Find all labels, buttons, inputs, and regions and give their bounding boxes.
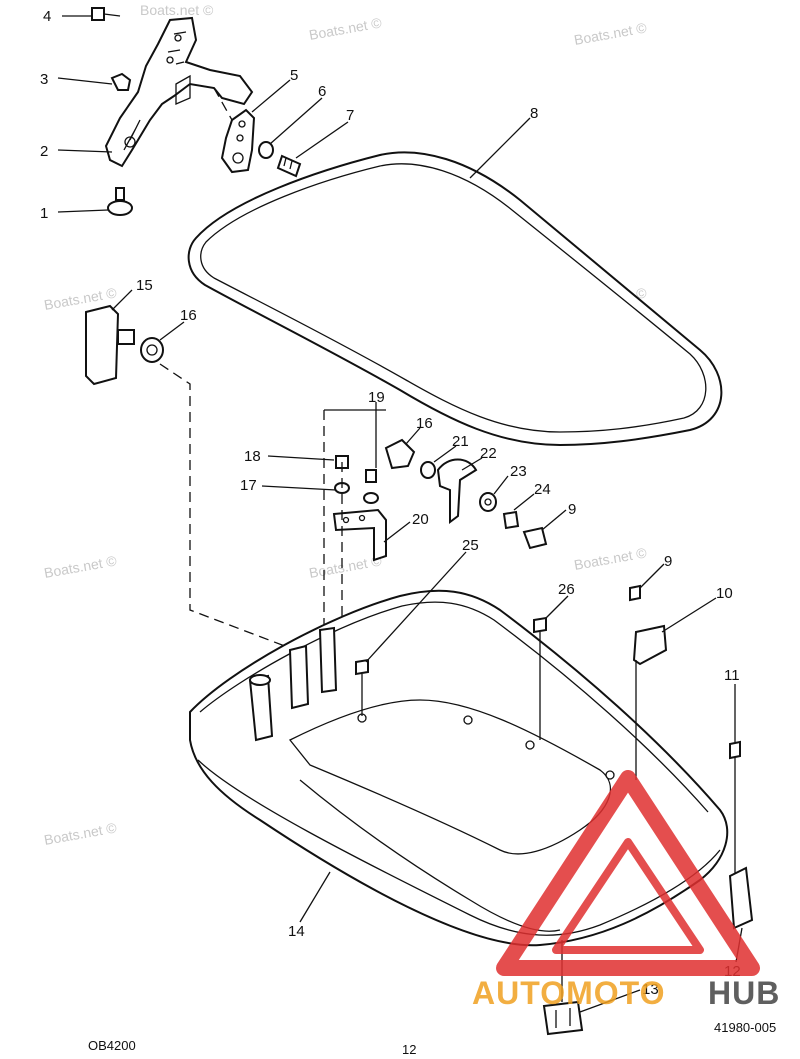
- callout-2: 2: [40, 143, 48, 160]
- footer-right-code: 41980-005: [714, 1020, 776, 1035]
- callout-5: 5: [290, 67, 298, 84]
- footer-left-code: OB4200: [88, 1038, 136, 1053]
- logo-text-hub: HUB: [708, 975, 780, 1011]
- callout-19: 19: [368, 389, 385, 406]
- logo-triangle-inner: [552, 838, 704, 954]
- watermark-text: Boats.net ©: [308, 552, 384, 581]
- callout-14: 14: [288, 923, 305, 940]
- callout-4: 4: [43, 8, 51, 25]
- watermark-text: Boats.net ©: [43, 819, 119, 848]
- cowling-seal-ring: [187, 151, 723, 447]
- leader-lines: [57, 15, 743, 1013]
- callout-25: 25: [462, 537, 479, 554]
- footer: OB4200 12 41980-005: [88, 1020, 776, 1057]
- callout-11: 11: [724, 667, 740, 684]
- callout-16: 16: [416, 415, 433, 432]
- callout-23: 23: [510, 463, 527, 480]
- callout-9: 9: [664, 553, 672, 570]
- watermark-text: Boats.net ©: [140, 2, 214, 18]
- automotohub-logo: AUTOMOTO HUB: [472, 770, 780, 1011]
- stopper-parts: [85, 304, 291, 649]
- watermark-text: Boats.net ©: [573, 544, 649, 573]
- callout-1: 1: [40, 205, 48, 222]
- callout-26: 26: [558, 581, 575, 598]
- logo-triangle-outer: [496, 770, 760, 976]
- bracket-assembly: [91, 7, 302, 216]
- callout-22: 22: [480, 445, 497, 462]
- callout-8: 8: [530, 105, 538, 122]
- footer-page-number: 12: [402, 1042, 416, 1054]
- callout-6: 6: [318, 83, 326, 100]
- watermark-text: Boats.net ©: [43, 552, 119, 581]
- watermark-text: Boats.net ©: [573, 19, 649, 48]
- callout-7: 7: [346, 107, 354, 124]
- callout-16: 16: [180, 307, 197, 324]
- callout-18: 18: [244, 448, 261, 465]
- callout-24: 24: [534, 481, 551, 498]
- callout-3: 3: [40, 71, 48, 88]
- logo-text-automoto: AUTOMOTO: [472, 975, 665, 1011]
- callout-17: 17: [240, 477, 257, 494]
- callout-15: 15: [136, 277, 153, 294]
- callouts: 4 3 2 1 5 6 7 8 15 16 19 16 18 21 22 17 …: [40, 8, 741, 998]
- watermark-text: Boats.net ©: [308, 14, 384, 43]
- latch-assembly: [323, 409, 548, 750]
- callout-9: 9: [568, 501, 576, 518]
- callout-20: 20: [412, 511, 429, 528]
- callout-10: 10: [716, 585, 733, 602]
- callout-13: 13: [642, 981, 659, 998]
- callout-21: 21: [452, 433, 469, 450]
